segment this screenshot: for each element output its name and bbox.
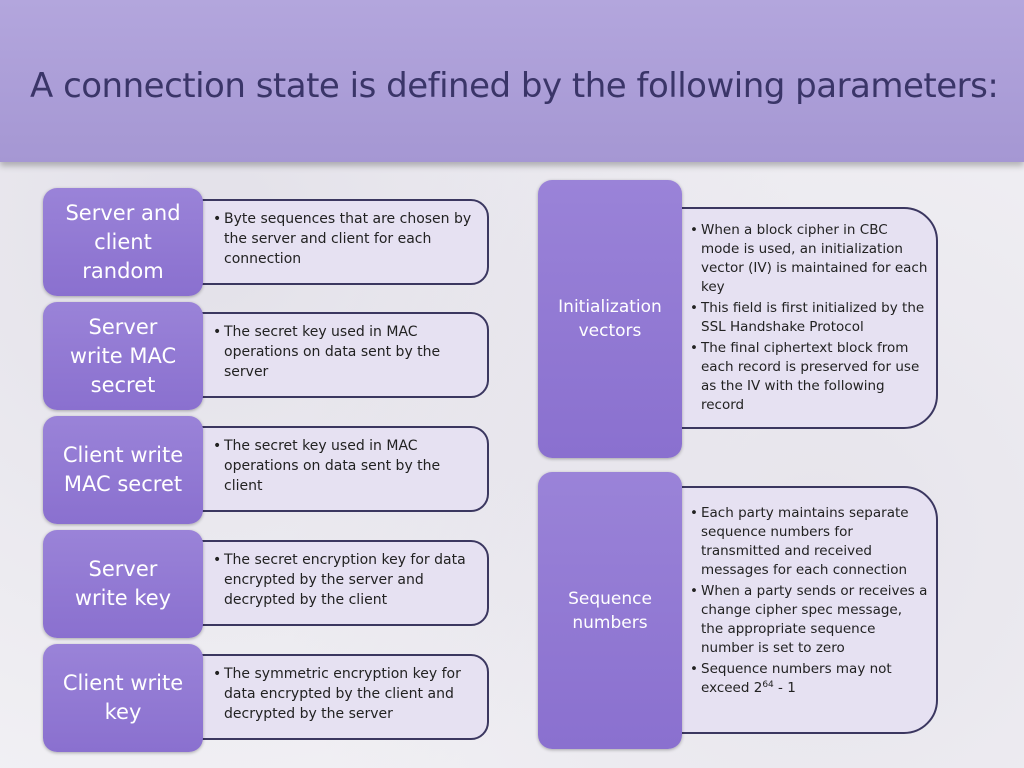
bullet-item: When a party sends or receives a change … [690,582,928,658]
tile-label: Server write MAC secret [69,314,177,397]
exponent: 64 [762,680,774,690]
label-server-write-key: Server write key [43,530,203,638]
description-server-write-mac-secret: The secret key used in MAC operations on… [200,312,489,398]
bullet-item: The secret key used in MAC operations on… [213,322,479,382]
label-server-write-mac-secret: Server write MAC secret [43,302,203,410]
bullet-item: The secret encryption key for data encry… [213,550,479,610]
label-client-write-key: Client write key [43,644,203,752]
tile-label: Client write key [62,671,184,724]
bullet-item-exponent: Sequence numbers may not exceed 264 - 1 [690,660,928,698]
tile-label: Server and client random [65,200,181,283]
bullet-list: The secret key used in MAC operations on… [213,322,479,382]
bullet-list: Each party maintains separate sequence n… [690,504,928,698]
description-server-write-key: The secret encryption key for data encry… [200,540,489,626]
bullet-list: The symmetric encryption key for data en… [213,664,479,724]
description-server-and-client-random: Byte sequences that are chosen by the se… [200,199,489,285]
bullet-list: Byte sequences that are chosen by the se… [213,209,479,269]
description-client-write-mac-secret: The secret key used in MAC operations on… [200,426,489,512]
bullet-item: When a block cipher in CBC mode is used,… [690,221,928,297]
tile-label: Initialization vectors [558,297,662,341]
title-banner: A connection state is defined by the fol… [0,0,1024,162]
bullet-list: The secret encryption key for data encry… [213,550,479,610]
bullet-item: Each party maintains separate sequence n… [690,504,928,580]
tile-label: Server write key [74,557,172,610]
description-client-write-key: The symmetric encryption key for data en… [200,654,489,740]
bullet-item: This field is first initialized by the S… [690,299,928,337]
slide-title: A connection state is defined by the fol… [30,66,999,106]
bullet-item: The secret key used in MAC operations on… [213,436,479,496]
description-initialization-vectors: When a block cipher in CBC mode is used,… [680,207,938,429]
tile-label: Sequence numbers [568,588,652,633]
label-sequence-numbers: Sequence numbers [538,472,682,749]
description-sequence-numbers: Each party maintains separate sequence n… [680,486,938,734]
bullet-item: The final ciphertext block from each rec… [690,339,928,415]
bullet-item: Byte sequences that are chosen by the se… [213,209,479,269]
tile-label: Client write MAC secret [62,443,184,496]
bullet-item: The symmetric encryption key for data en… [213,664,479,724]
label-initialization-vectors: Initialization vectors [538,180,682,458]
bullet-list: When a block cipher in CBC mode is used,… [690,221,928,415]
bullet-list: The secret key used in MAC operations on… [213,436,479,496]
label-client-write-mac-secret: Client write MAC secret [43,416,203,524]
label-server-and-client-random: Server and client random [43,188,203,296]
